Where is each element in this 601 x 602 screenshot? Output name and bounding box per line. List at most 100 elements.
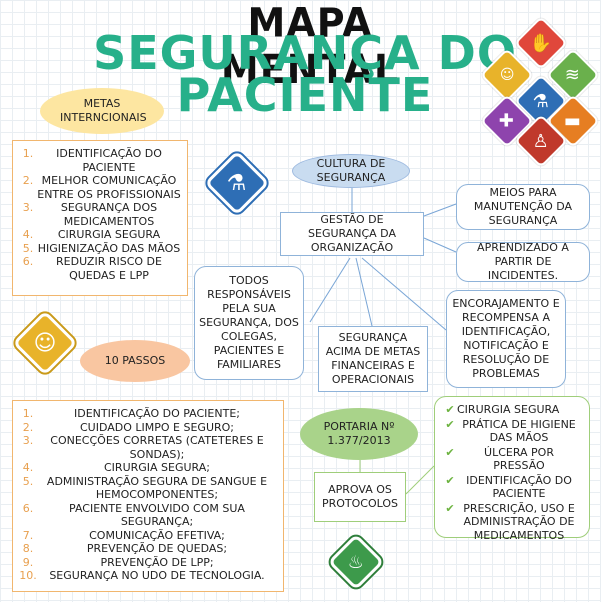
passos-item: 8. PREVENÇÃO DE QUEDAS; (19, 542, 277, 556)
passos-item-number: 6. (22, 501, 34, 515)
metas-item-number: 1. (22, 147, 34, 160)
check-icon: ✔ (445, 445, 455, 459)
connector-gestao-acima (355, 257, 373, 327)
passos-label: 10 PASSOS (104, 354, 166, 367)
title-line-seguranca: SEGURANÇA DO (93, 26, 517, 80)
passos-item-number: 2. (22, 420, 34, 434)
passos-item-number: 7. (22, 528, 34, 542)
check-icon: ✔ (445, 501, 455, 515)
passos-item-number: 5. (22, 474, 34, 488)
gestao-box: GESTÃO DE SEGURANÇA DA ORGANIZAÇÃO (280, 212, 424, 256)
metas-item: 5.HIGIENIZAÇÃO DAS MÃOS (19, 242, 181, 256)
passos-item-text: SEGURANÇA NO UDO DE TECNOLOGIA. (49, 569, 265, 582)
protocolo-item: ✔ PRÁTICA DE HIGIENE DAS MÃOS (443, 418, 581, 445)
metas-item: 2.MELHOR COMUNICAÇÃO ENTRE OS PROFISSION… (19, 174, 181, 201)
protocolo-text: PRESCRIÇÃO, USO E ADMINISTRAÇÃO DE MEDIC… (463, 501, 575, 542)
metas-item-number: 5. (22, 241, 34, 255)
protocolo-item: ✔ ÚLCERA POR PRESSÃO (443, 446, 581, 473)
icon-cluster: ✋ ☺ ≋ ⚗ ✚ ▬ ♙ (480, 16, 600, 168)
aprendizado-box: APRENDIZADO A PARTIR DE INCIDENTES. (456, 241, 590, 282)
metas-item-text: CIRURGIA SEGURA (57, 228, 161, 241)
protocolos-box: ✔CIRURGIA SEGURA✔PRÁTICA DE HIGIENE DAS … (434, 396, 590, 542)
connector-gestao-encorajamento (361, 257, 447, 331)
todos-box: TODOS RESPONSÁVEIS PELA SUA SEGURANÇA, D… (194, 266, 304, 380)
metas-item-text: MELHOR COMUNICAÇÃO ENTRE OS PROFISSIONAI… (37, 174, 181, 201)
passos-list: 1. IDENTIFICAÇÃO DO PACIENTE;2.CUIDADO LI… (19, 407, 277, 583)
acima-text: SEGURANÇA ACIMA DE METAS FINANCEIRAS E O… (325, 331, 421, 386)
metas-item-number: 6. (22, 255, 34, 268)
passos-list-box: 1. IDENTIFICAÇÃO DO PACIENTE;2.CUIDADO LI… (12, 400, 284, 592)
acima-box: SEGURANÇA ACIMA DE METAS FINANCEIRAS E O… (318, 326, 428, 392)
check-icon: ✔ (445, 417, 455, 431)
passos-item: 3. CONECÇÕES CORRETAS (CATETERES E SONDAS… (19, 434, 277, 461)
mapa-mental-heading: MAPA MENTAL (220, 0, 400, 93)
cultura-ellipse: CULTURA DE SEGURANÇA (292, 154, 410, 188)
passos-item: 6. PACIENTE ENVOLVIDO COM SUA SEGURANÇA; (19, 502, 277, 529)
passos-item: 9. PREVENÇÃO DE LPP; (19, 556, 277, 570)
protocolo-text: CIRURGIA SEGURA (457, 403, 560, 416)
metas-item-number: 2. (22, 174, 34, 187)
passos-item-text: CONECÇÕES CORRETAS (CATETERES E SONDAS); (50, 434, 264, 461)
passos-item: 5. ADMINISTRAÇÃO SEGURA DE SANGUE E HEMOC… (19, 475, 277, 502)
passos-item: 7. COMUNICAÇÃO EFETIVA; (19, 529, 277, 543)
passos-item: 10. SEGURANÇA NO UDO DE TECNOLOGIA. (19, 569, 277, 583)
passos-item-number: 9. (22, 555, 34, 569)
passos-item-number: 8. (22, 542, 34, 555)
passos-item-text: PREVENÇÃO DE LPP; (100, 555, 214, 569)
metas-item-text: IDENTIFICAÇÃO DO PACIENTE (56, 147, 162, 174)
portaria-label: PORTARIA Nº 1.377/2013 (323, 420, 395, 447)
passos-item-text: PACIENTE ENVOLVIDO COM SUA SEGURANÇA; (69, 501, 245, 529)
passos-item: 1. IDENTIFICAÇÃO DO PACIENTE; (19, 407, 277, 421)
passos-item-number: 4. (22, 461, 34, 474)
aprendizado-text: APRENDIZADO A PARTIR DE INCIDENTES. (477, 241, 569, 282)
metas-label: METAS INTERNCIONAIS (60, 97, 147, 124)
metas-item-text: HIGIENIZAÇÃO DAS MÃOS (37, 241, 181, 255)
check-icon: ✔ (445, 403, 455, 416)
metas-ellipse: METAS INTERNCIONAIS (40, 88, 164, 134)
passos-item-number: 10. (19, 569, 37, 582)
passos-ellipse: 10 PASSOS (80, 340, 190, 382)
passos-item-text: CIRURGIA SEGURA; (104, 461, 210, 474)
title-line-paciente: PACIENTE (176, 68, 434, 122)
metas-item-number: 3. (22, 201, 34, 214)
metas-item-text: REDUZIR RISCO DE QUEDAS E LPP (56, 255, 162, 282)
metas-item: 4. CIRURGIA SEGURA (19, 228, 181, 242)
protocolo-text: PRÁTICA DE HIGIENE DAS MÃOS (462, 417, 576, 445)
metas-item-text: SEGURANÇA DOS MEDICAMENTOS (60, 201, 158, 228)
connector-aprova-protocolos (405, 465, 435, 495)
portaria-ellipse: PORTARIA Nº 1.377/2013 (300, 408, 418, 460)
protocolo-item: ✔ IDENTIFICAÇÃO DO PACIENTE (443, 474, 581, 501)
aprova-box: APROVA OS PROTOCOLOS (314, 472, 406, 522)
protocolo-text: ÚLCERA POR PRESSÃO (484, 445, 554, 473)
meios-box: MEIOS PARA MANUTENÇÃO DA SEGURANÇA (456, 184, 590, 230)
check-icon: ✔ (445, 473, 455, 487)
protocolo-item: ✔ PRESCRIÇÃO, USO E ADMINISTRAÇÃO DE MEDI… (443, 502, 581, 543)
protocolo-text: IDENTIFICAÇÃO DO PACIENTE (466, 473, 572, 501)
passos-item: 4. CIRURGIA SEGURA; (19, 461, 277, 475)
metas-item: 3. SEGURANÇA DOS MEDICAMENTOS (19, 201, 181, 228)
gestao-text: GESTÃO DE SEGURANÇA DA ORGANIZAÇÃO (308, 213, 396, 254)
metas-item: 1. IDENTIFICAÇÃO DO PACIENTE (19, 147, 181, 174)
passos-item-text: IDENTIFICAÇÃO DO PACIENTE; (74, 407, 240, 420)
passos-item-number: 3. (22, 434, 34, 447)
connector-gestao-meios (423, 203, 457, 217)
passos-item-text: ADMINISTRAÇÃO SEGURA DE SANGUE E HEMOCOM… (46, 474, 268, 502)
encorajamento-text: ENCORAJAMENTO E RECOMPENSA A IDENTIFICAÇ… (452, 297, 560, 380)
todos-text: TODOS RESPONSÁVEIS PELA SUA SEGURANÇA, D… (199, 274, 299, 371)
protocolo-item: ✔CIRURGIA SEGURA (443, 403, 581, 417)
connector-gestao-todos (309, 257, 351, 323)
page-title: SEGURANÇA DO PACIENTE (80, 26, 530, 122)
passos-item-text: COMUNICAÇÃO EFETIVA; (89, 528, 225, 542)
metas-item: 6. REDUZIR RISCO DE QUEDAS E LPP (19, 255, 181, 282)
protocolos-list: ✔CIRURGIA SEGURA✔PRÁTICA DE HIGIENE DAS … (443, 403, 581, 543)
cultura-label: CULTURA DE SEGURANÇA (316, 157, 386, 184)
connector-gestao-aprendizado (423, 237, 457, 253)
passos-item-text: PREVENÇÃO DE QUEDAS; (86, 542, 228, 555)
passos-item-number: 1. (22, 407, 34, 420)
passos-item: 2.CUIDADO LIMPO E SEGURO; (19, 421, 277, 435)
metas-item-number: 4. (22, 228, 34, 241)
encorajamento-box: ENCORAJAMENTO E RECOMPENSA A IDENTIFICAÇ… (446, 290, 566, 388)
